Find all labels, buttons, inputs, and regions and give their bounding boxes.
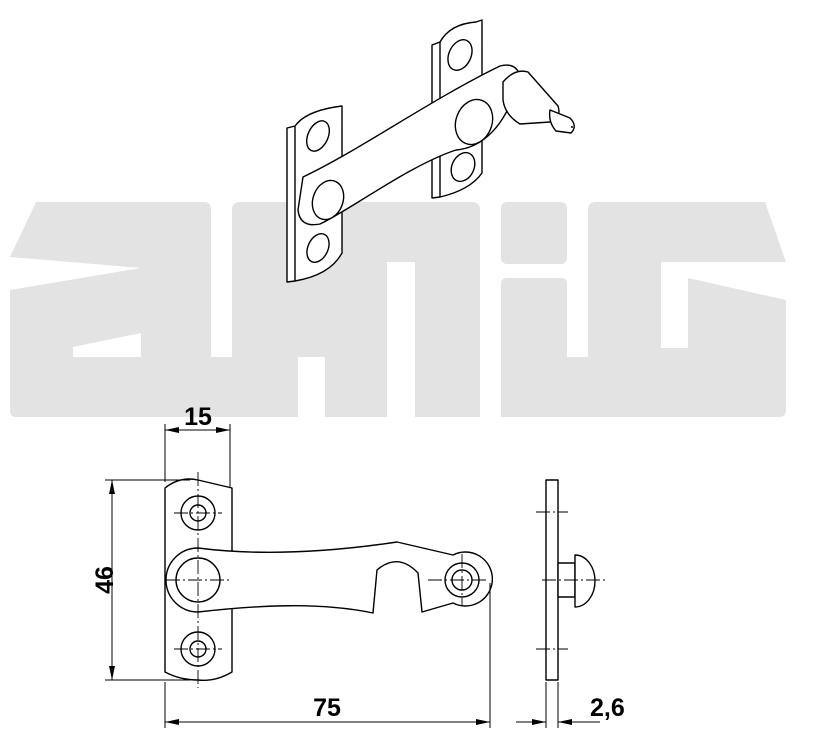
dimension-thickness-label: 2,6 (590, 694, 625, 722)
dimension-length-label: 75 (313, 694, 341, 722)
front-view (164, 472, 494, 688)
isometric-view (286, 19, 575, 283)
dimensions: 15 46 75 2,6 (91, 403, 625, 728)
amig-watermark-logo (10, 202, 786, 417)
side-view (536, 479, 606, 681)
dimension-height-label: 46 (91, 566, 119, 594)
dimension-width-label: 15 (184, 403, 212, 431)
